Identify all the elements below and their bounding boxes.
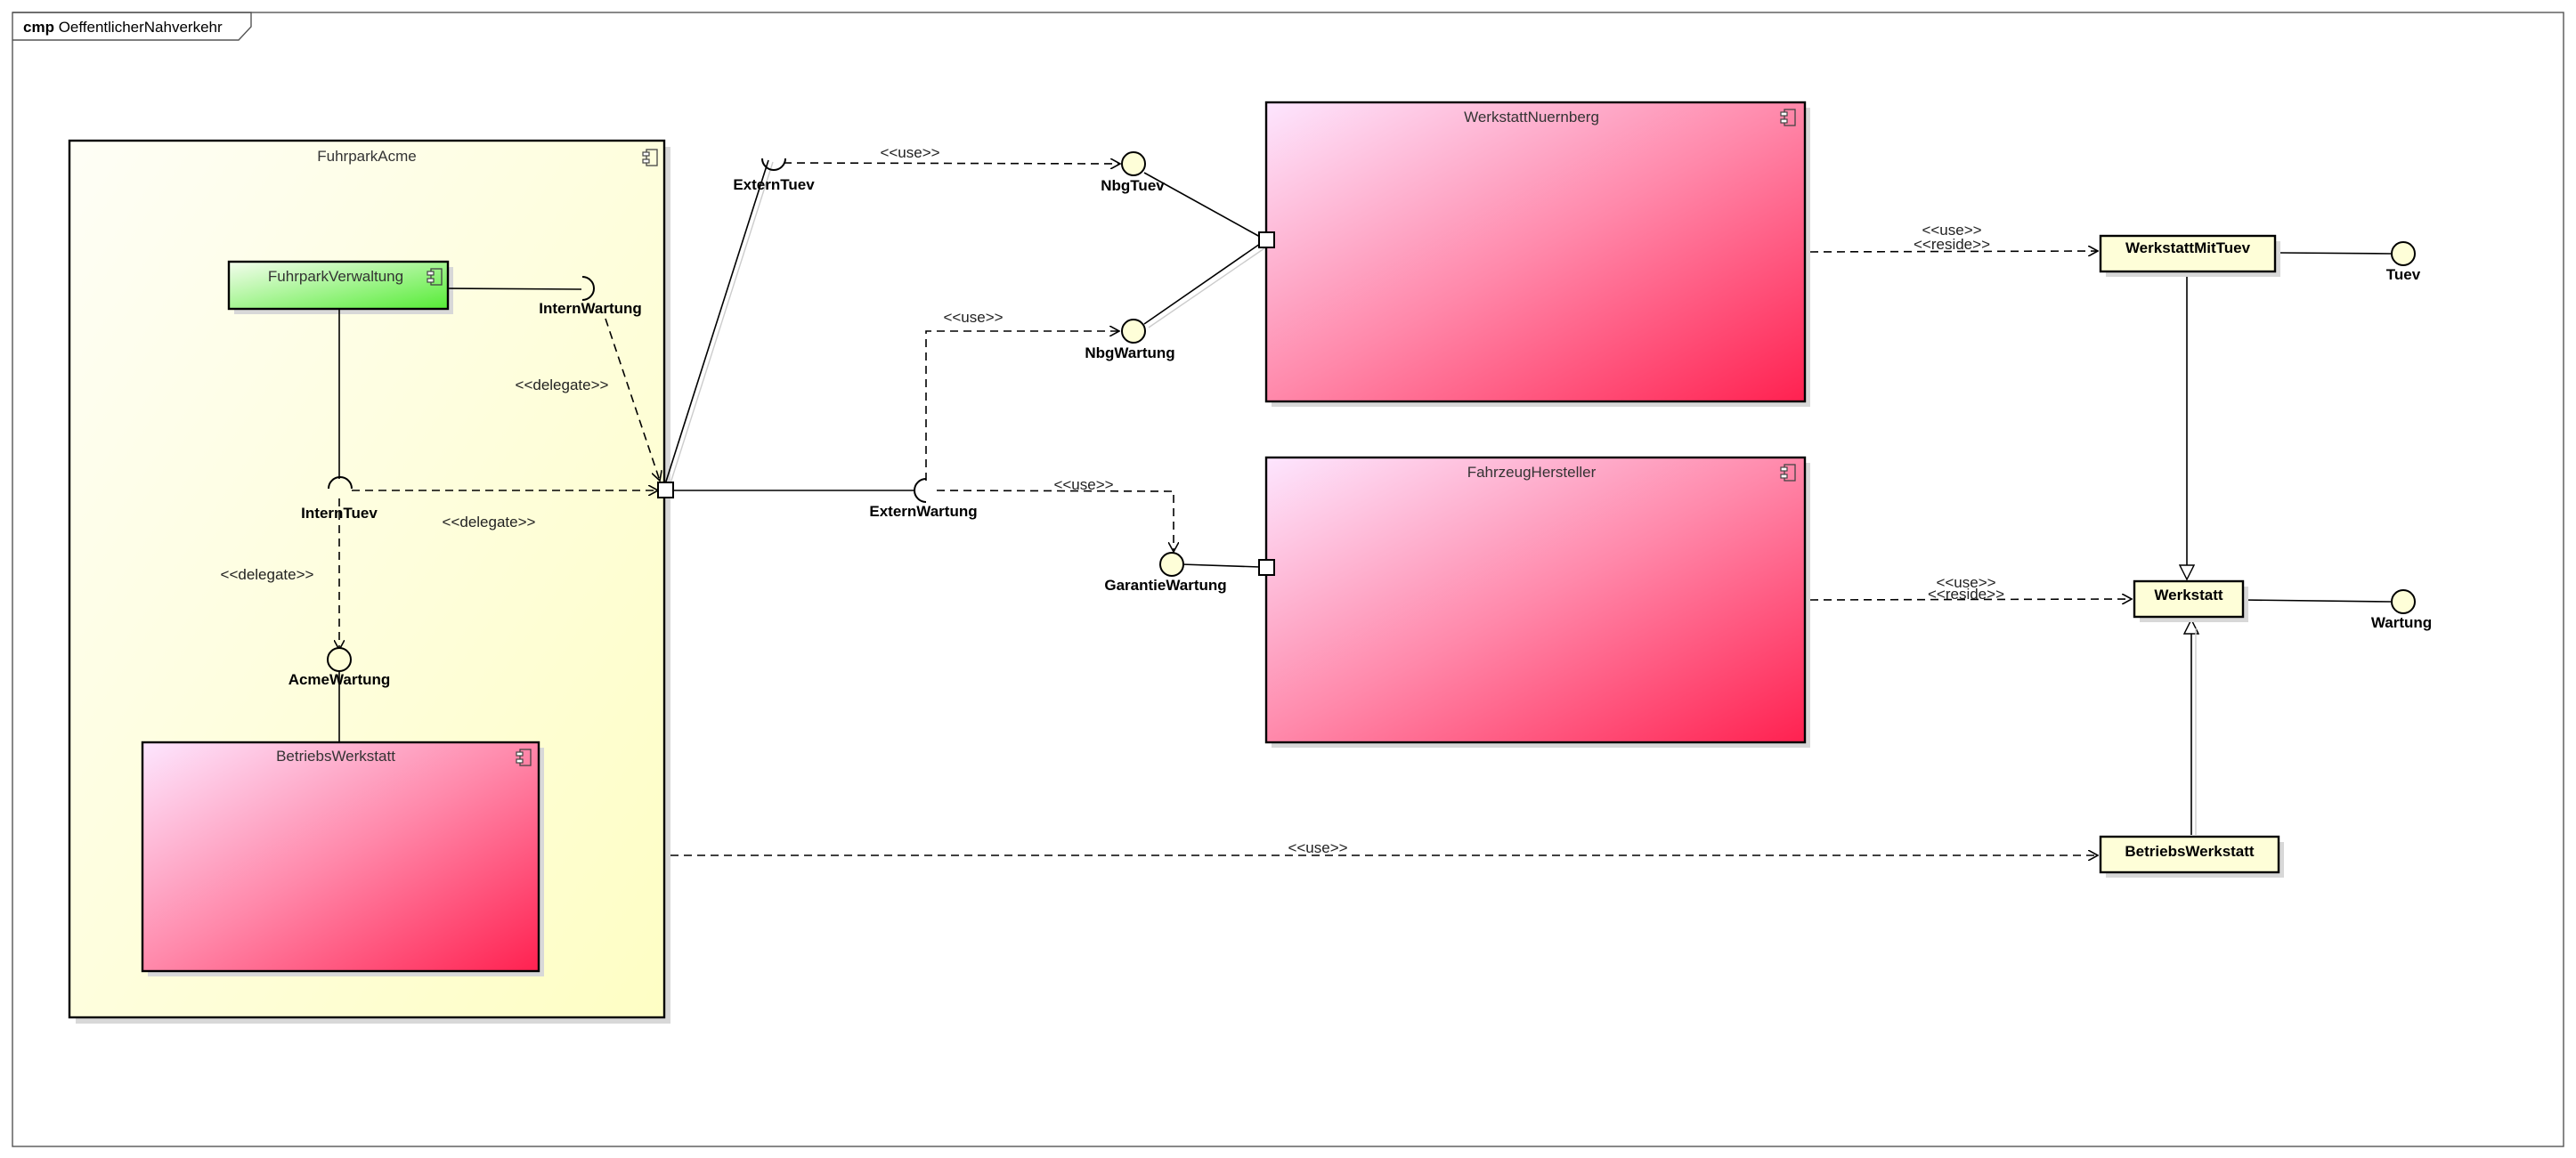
- class-werkstatt-mit-tuev[interactable]: WerkstattMitTuev: [2099, 234, 2280, 277]
- component-name: FahrzeugHersteller: [1467, 464, 1597, 481]
- component-betriebs-werkstatt[interactable]: BetriebsWerkstatt: [141, 741, 544, 976]
- label-extern-wartung: ExternWartung: [869, 503, 977, 520]
- socket-intern-wartung[interactable]: [581, 276, 595, 301]
- component-name: WerkstattNuernberg: [1464, 109, 1599, 126]
- component-werkstatt-nuernberg[interactable]: WerkstattNuernberg: [1264, 101, 1810, 407]
- component-icon: [427, 268, 443, 286]
- label-tuev: Tuev: [2386, 266, 2421, 283]
- ball-acme-wartung[interactable]: [327, 647, 352, 672]
- class-name: Werkstatt: [2154, 587, 2223, 603]
- label-wartung: Wartung: [2371, 614, 2432, 631]
- dependency-connectors: [339, 163, 2132, 855]
- socket-extern-tuev[interactable]: [761, 158, 786, 171]
- class-betriebs-werkstatt[interactable]: BetriebsWerkstatt: [2099, 835, 2284, 878]
- ball-wartung[interactable]: [2391, 589, 2416, 614]
- provided-interfaces: [327, 151, 2416, 672]
- interface-labels: InternWartung InternTuev AcmeWartung Ext…: [288, 176, 2432, 688]
- stereo-delegate-intern-wartung: <<delegate>>: [516, 377, 609, 393]
- port-fuhrpark-acme[interactable]: [657, 482, 674, 498]
- required-interfaces: [328, 158, 927, 503]
- stereo-use-nbg-wartung: <<use>>: [943, 309, 1003, 326]
- stereo-use-betriebs-werkstatt: <<use>>: [1288, 839, 1347, 856]
- stereo-use-werkstatt-mit-tuev: <<use>>: [1922, 222, 1981, 239]
- stereo-use-garantie-wartung: <<use>>: [1053, 476, 1113, 493]
- port-fahrzeug-hersteller[interactable]: [1258, 559, 1275, 576]
- stereo-use-nbg-tuev: <<use>>: [880, 144, 939, 161]
- label-intern-tuev: InternTuev: [301, 505, 378, 522]
- stereo-use-werkstatt: <<use>>: [1936, 574, 1995, 591]
- frame-title: cmp OeffentlicherNahverkehr: [23, 19, 223, 36]
- ball-nbg-tuev[interactable]: [1121, 151, 1146, 176]
- ports: [657, 231, 1275, 576]
- ball-garantie-wartung[interactable]: [1159, 552, 1184, 577]
- socket-intern-tuev[interactable]: [328, 476, 353, 490]
- component-icon: [642, 149, 658, 166]
- ball-nbg-wartung[interactable]: [1121, 319, 1146, 344]
- generalization-connectors: [2187, 272, 2196, 835]
- label-intern-wartung: InternWartung: [539, 300, 642, 317]
- label-nbg-wartung: NbgWartung: [1085, 344, 1174, 361]
- label-garantie-wartung: GarantieWartung: [1104, 577, 1226, 594]
- stereo-reside-werkstatt: <<reside>>: [1928, 586, 2004, 603]
- label-acme-wartung: AcmeWartung: [288, 671, 391, 688]
- class-name: WerkstattMitTuev: [2125, 239, 2251, 256]
- label-extern-tuev: ExternTuev: [733, 176, 815, 193]
- component-name: BetriebsWerkstatt: [276, 748, 395, 765]
- component-icon: [516, 749, 532, 766]
- assembly-connectors: [338, 159, 2393, 742]
- stereo-delegate-intern-tuev: <<delegate>>: [443, 514, 536, 530]
- class-werkstatt[interactable]: Werkstatt: [2133, 579, 2248, 622]
- port-werkstatt-nuernberg[interactable]: [1258, 231, 1275, 248]
- label-nbg-tuev: NbgTuev: [1101, 177, 1165, 194]
- component-fahrzeug-hersteller[interactable]: FahrzeugHersteller: [1264, 456, 1810, 748]
- ball-tuev[interactable]: [2391, 241, 2416, 266]
- stereo-delegate-acme-wartung: <<delegate>>: [221, 566, 314, 583]
- socket-extern-wartung[interactable]: [914, 478, 927, 503]
- diagram-frame: cmp OeffentlicherNahverkehr: [12, 12, 2564, 1147]
- stereo-reside-werkstatt-mit-tuev: <<reside>>: [1914, 236, 1990, 253]
- component-icon: [1780, 464, 1796, 482]
- component-fuhrpark-verwaltung[interactable]: FuhrparkVerwaltung: [227, 260, 453, 314]
- component-name: FuhrparkVerwaltung: [268, 268, 403, 285]
- stereotype-labels: <<delegate>> <<delegate>> <<delegate>> <…: [221, 144, 2005, 856]
- component-name: FuhrparkAcme: [317, 148, 416, 165]
- class-name: BetriebsWerkstatt: [2125, 843, 2255, 860]
- component-icon: [1780, 109, 1796, 126]
